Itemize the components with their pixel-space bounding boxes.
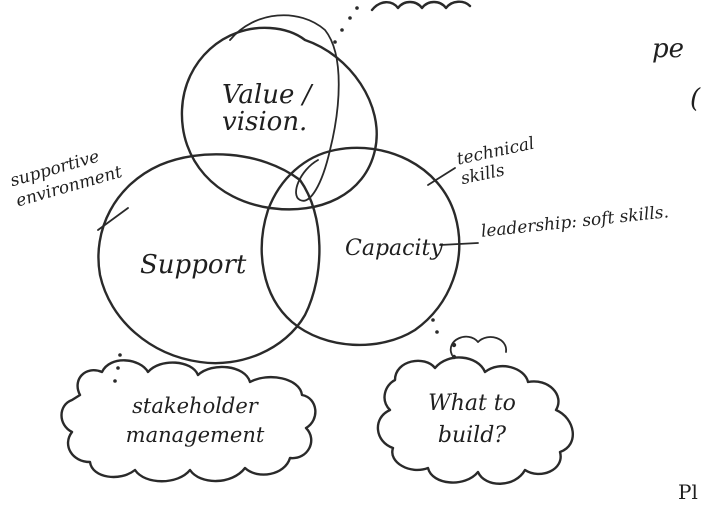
value-circle [180, 26, 378, 211]
thought-cloud-top [370, 0, 472, 12]
value-vision-text: Value / vision. [222, 80, 312, 138]
what-to-build-cloud-bump [449, 335, 507, 356]
support-circle [97, 153, 321, 365]
value-inner-loop [229, 14, 340, 202]
support-label: Support [140, 250, 247, 280]
leadership-leader [439, 242, 479, 246]
capacity-circle [260, 146, 461, 347]
capacity-label: Capacity [345, 236, 443, 261]
dotted-trail-top [333, 6, 359, 44]
cropped-text-top-right: pe [652, 34, 685, 64]
dotted-trail-right [431, 318, 457, 360]
stakeholder-cloud [60, 359, 317, 483]
what-to-build-cloud [376, 356, 575, 485]
stakeholder-management-note: stakeholder management [125, 394, 265, 448]
cropped-text-bottom-right: Pl [678, 480, 698, 504]
dotted-trail-left [113, 353, 122, 383]
technical-leader [427, 167, 456, 186]
supportive-leader [97, 207, 129, 231]
cropped-text-right-edge: ( [690, 84, 701, 114]
what-to-build-note: What to build? [428, 391, 516, 448]
value-vision-label: Value / vision. [222, 80, 352, 138]
